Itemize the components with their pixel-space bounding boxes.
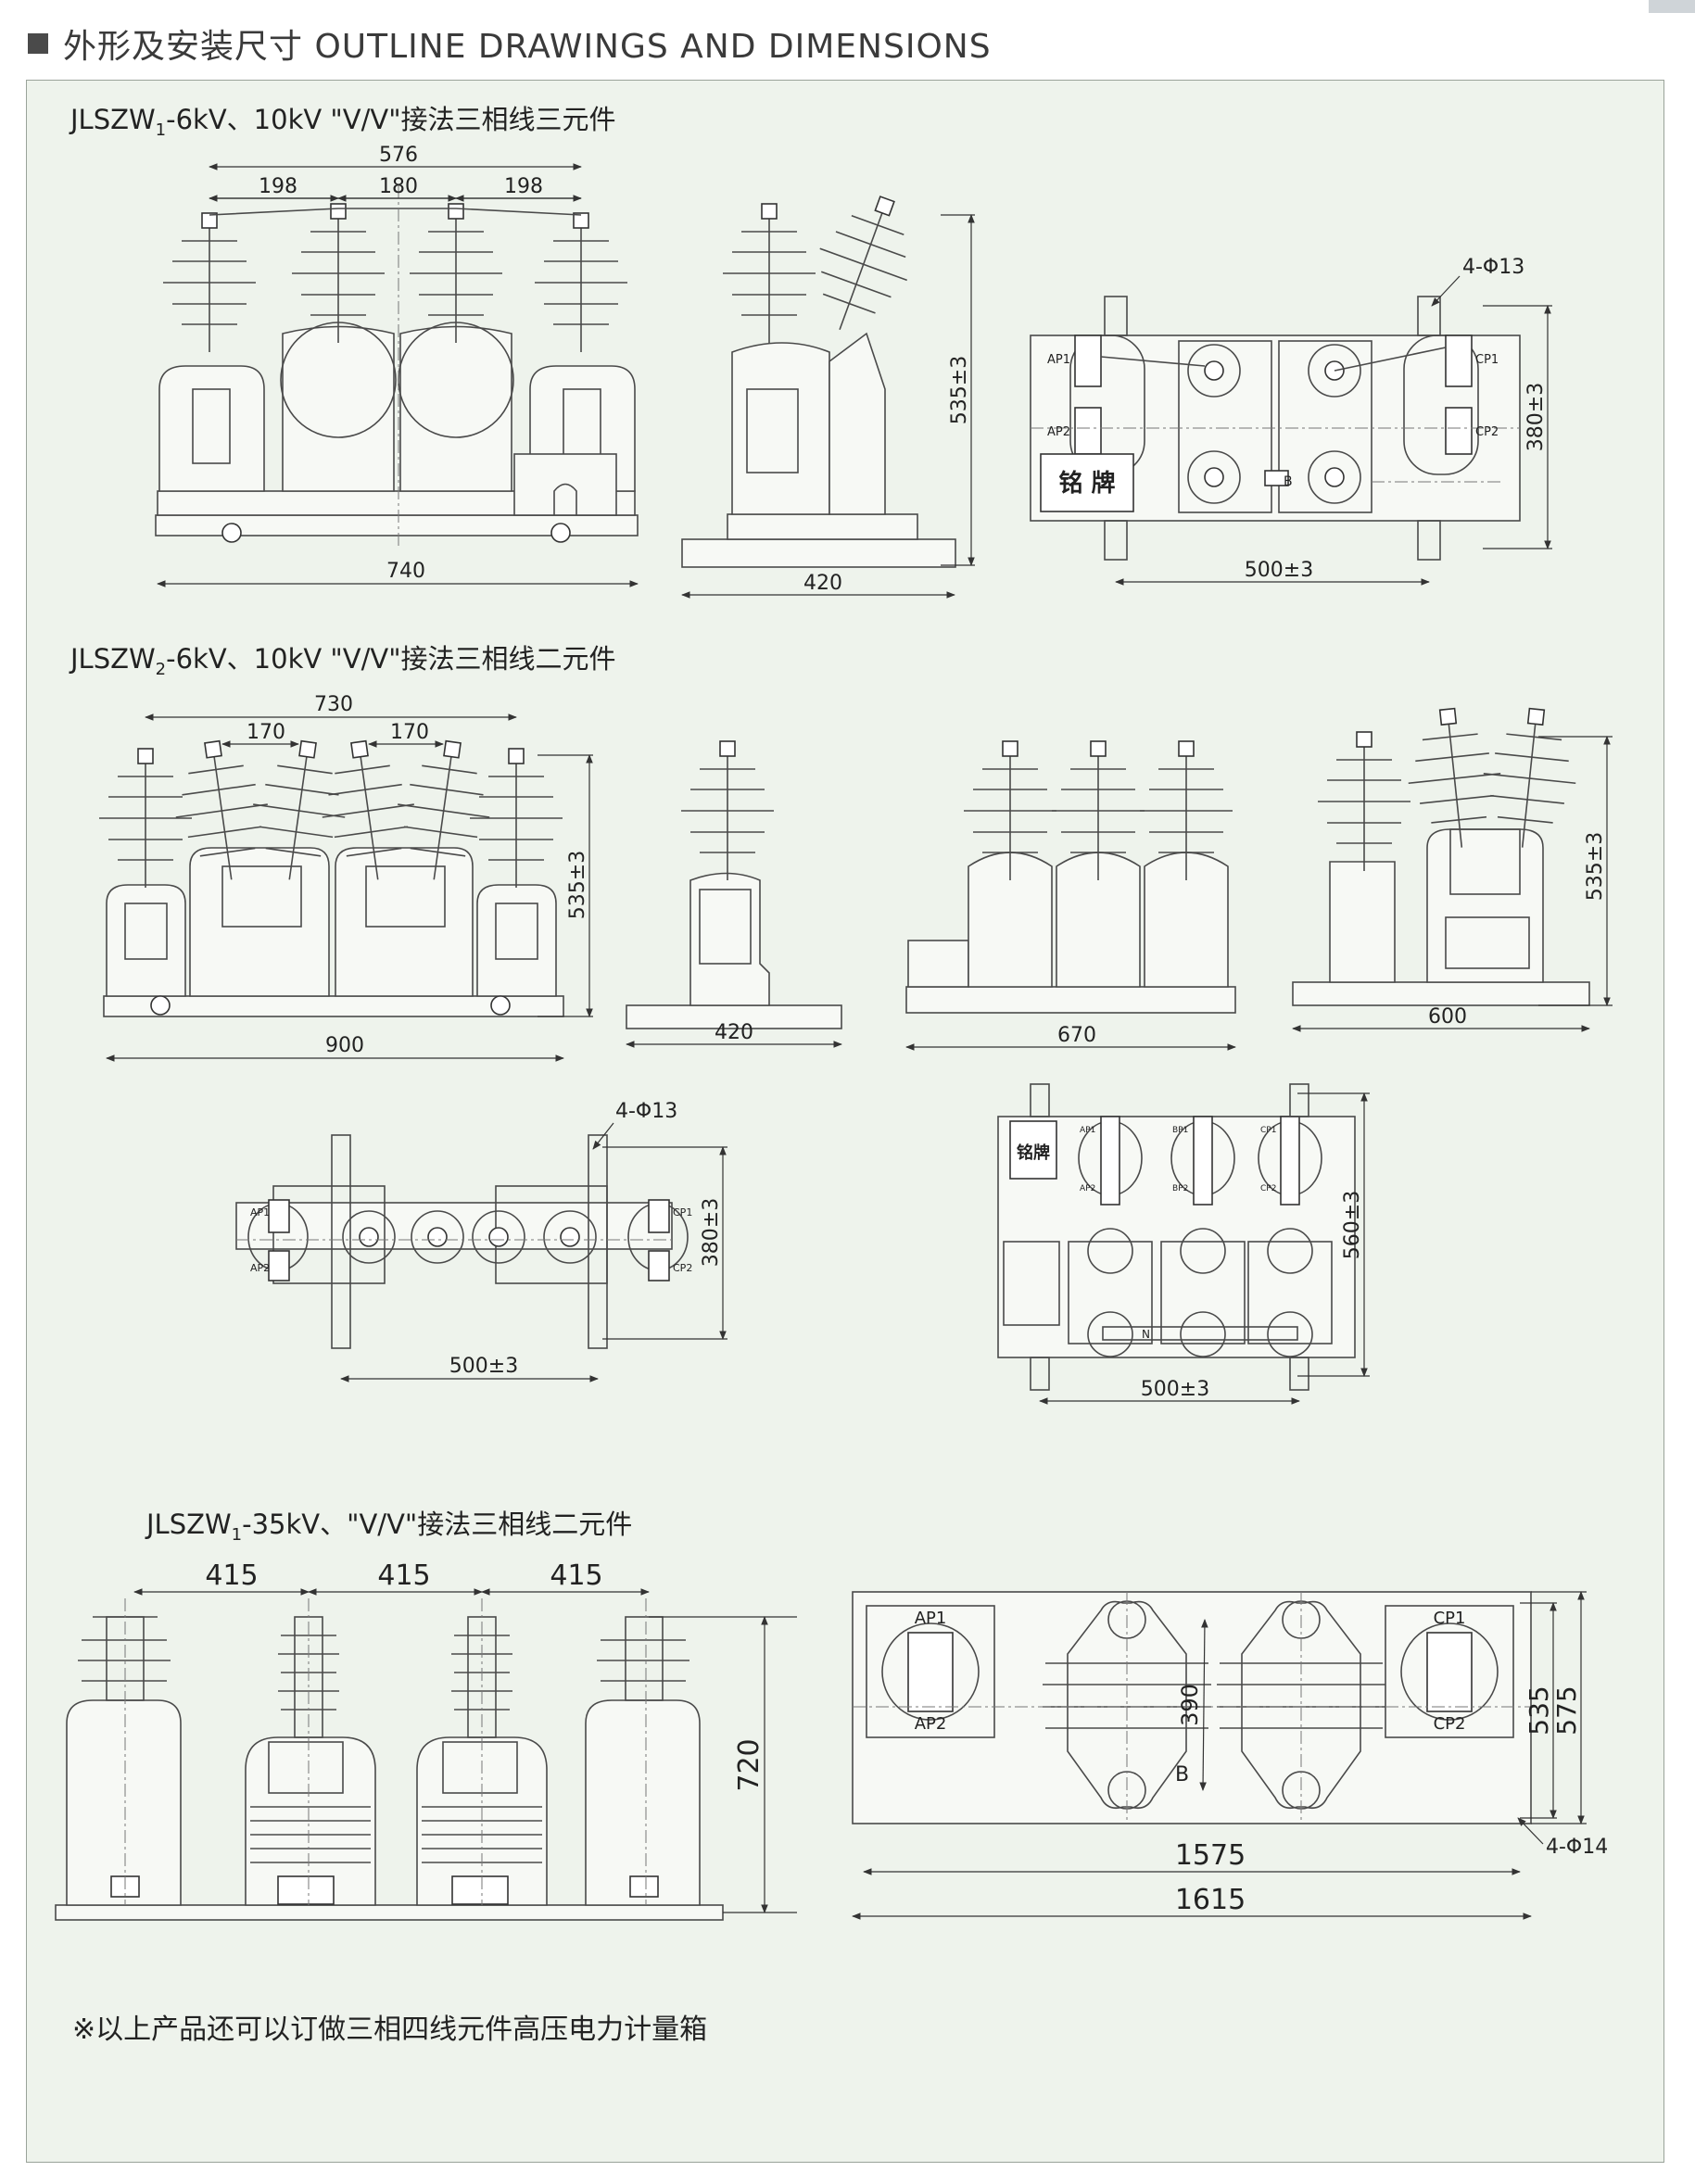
nameplate-s1: 铭 牌 — [1058, 469, 1115, 498]
dim-s1-198a: 198 — [259, 175, 297, 198]
dim-s2-535b: 535±3 — [1584, 832, 1607, 901]
label-cp1-s2a: CP1 — [673, 1206, 692, 1218]
s2-side-view-1 — [626, 740, 842, 1029]
label-n-s2b: N — [1142, 1328, 1150, 1341]
label-ap2-s3: AP2 — [915, 1714, 947, 1734]
label-cp2-s3: CP2 — [1434, 1714, 1466, 1734]
nameplate-s2: 铭牌 — [1017, 1142, 1050, 1163]
dim-s2-900: 900 — [325, 1034, 364, 1057]
label-cp1-s1: CP1 — [1475, 353, 1499, 367]
dim-s3-hole: 4-Φ14 — [1546, 1836, 1608, 1859]
section-title-2: JLSZW2-6kV、10kV "V/V"接法三相线二元件 — [70, 643, 616, 679]
s2-side-view-2 — [905, 740, 1236, 1014]
dim-s1-576: 576 — [379, 144, 418, 167]
section-title-3: JLSZW1-35kV、"V/V"接法三相线二元件 — [146, 1509, 633, 1545]
dim-s2-500a: 500±3 — [449, 1355, 518, 1378]
dim-s2-380: 380±3 — [700, 1198, 723, 1267]
dim-s2-hole: 4-Φ13 — [615, 1100, 677, 1123]
label-b-s1: B — [1284, 474, 1293, 489]
section-title-1: JLSZW1-6kV、10kV "V/V"接法三相线三元件 — [70, 104, 616, 140]
label-ap1-s3: AP1 — [915, 1609, 947, 1628]
s2-top-view-2 — [997, 1083, 1356, 1391]
s1-top-view — [1030, 296, 1521, 561]
dim-s2-600: 600 — [1428, 1005, 1467, 1029]
label-ap1-s1: AP1 — [1047, 353, 1070, 367]
s1-side-view — [681, 182, 956, 568]
dim-s1-hole: 4-Φ13 — [1462, 256, 1524, 279]
label-ap2-s1: AP2 — [1047, 425, 1070, 439]
dim-s2-670: 670 — [1057, 1024, 1096, 1047]
dim-s1-740: 740 — [386, 560, 425, 583]
label-bp2-s2b: BP2 — [1172, 1184, 1188, 1193]
label-cp2-s2b: CP2 — [1260, 1184, 1276, 1193]
label-ap1-s2b: AP1 — [1080, 1126, 1095, 1135]
dim-s1-180: 180 — [379, 175, 418, 198]
dim-s3-1575: 1575 — [1175, 1839, 1246, 1872]
s2-front-view — [98, 735, 564, 1017]
dim-s1-535: 535±3 — [948, 356, 971, 424]
dim-s3-390: 390 — [1177, 1684, 1203, 1726]
dim-s3-415b: 415 — [377, 1559, 430, 1592]
dim-s1-420: 420 — [803, 572, 842, 595]
s3-front-view — [55, 1598, 724, 1921]
page-header: 外形及安装尺寸 OUTLINE DRAWINGS AND DIMENSIONS — [28, 20, 992, 67]
dim-s3-535: 535 — [1524, 1685, 1554, 1735]
dim-s3-720: 720 — [733, 1738, 765, 1791]
dim-s2-535a: 535±3 — [566, 851, 589, 919]
dim-s1-380: 380±3 — [1524, 383, 1548, 451]
dim-s3-575: 575 — [1551, 1685, 1582, 1735]
dim-s2-170b: 170 — [390, 721, 429, 744]
dim-s2-560: 560±3 — [1341, 1191, 1364, 1259]
corner-mark — [1649, 0, 1695, 13]
dim-s2-170a: 170 — [247, 721, 285, 744]
dim-s3-1615: 1615 — [1175, 1884, 1246, 1916]
dim-s2-730: 730 — [314, 693, 353, 716]
label-ap2-s2b: AP2 — [1080, 1184, 1095, 1193]
header-square-icon — [28, 33, 48, 54]
dim-s2-500b: 500±3 — [1141, 1378, 1209, 1401]
dim-s3-415a: 415 — [205, 1559, 258, 1592]
dim-s2-420: 420 — [715, 1021, 753, 1044]
label-cp2-s1: CP2 — [1475, 425, 1499, 439]
label-ap2-s2a: AP2 — [250, 1262, 270, 1274]
label-b-s3: B — [1175, 1763, 1189, 1786]
dim-s1-500: 500±3 — [1245, 559, 1313, 582]
label-cp2-s2a: CP2 — [673, 1262, 692, 1274]
dim-s3-415c: 415 — [550, 1559, 602, 1592]
dim-s1-198b: 198 — [504, 175, 543, 198]
page-title: 外形及安装尺寸 OUTLINE DRAWINGS AND DIMENSIONS — [63, 28, 992, 66]
label-bp1-s2b: BP1 — [1172, 1126, 1188, 1135]
s2-top-view-1 — [235, 1134, 689, 1349]
label-cp1-s3: CP1 — [1434, 1609, 1466, 1628]
footnote: ※以上产品还可以订做三相四线元件高压电力计量箱 — [72, 2014, 708, 2046]
s2-side-view-3 — [1292, 703, 1590, 1006]
s1-front-view — [155, 185, 639, 547]
label-ap1-s2a: AP1 — [250, 1206, 270, 1218]
label-cp1-s2b: CP1 — [1260, 1126, 1276, 1135]
s3-top-view — [852, 1591, 1532, 1824]
